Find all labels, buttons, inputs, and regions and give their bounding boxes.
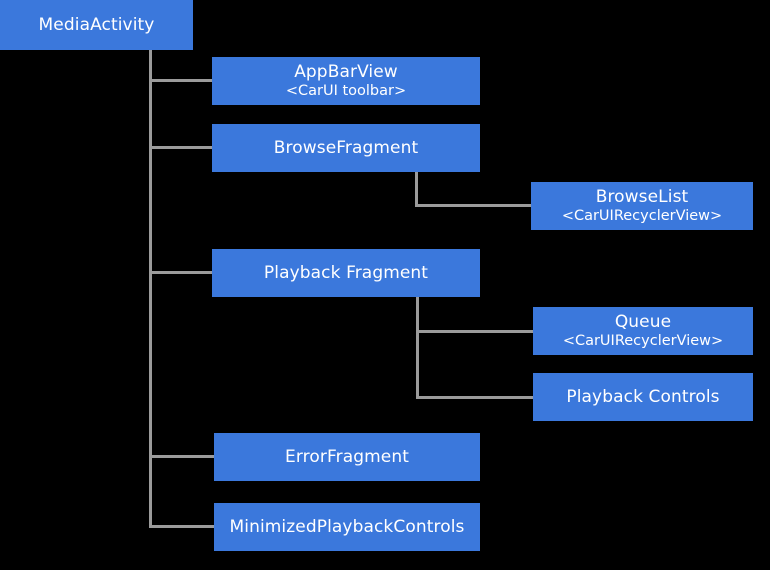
edge-playback-fragment-to-playback-controls <box>416 396 534 399</box>
node-queue[interactable]: Queue <CarUIRecyclerView> <box>533 307 753 355</box>
node-playback-fragment-title: Playback Fragment <box>263 262 429 283</box>
node-browse-fragment[interactable]: BrowseFragment <box>212 124 480 172</box>
node-browse-fragment-title: BrowseFragment <box>273 137 419 158</box>
edge-trunk-media-activity <box>149 50 152 528</box>
edge-media-activity-to-playback-fragment <box>149 271 215 274</box>
node-app-bar-view-subtitle: <CarUI toolbar> <box>285 82 407 99</box>
edge-media-activity-to-minimized-playback-controls <box>149 525 216 528</box>
node-media-activity-title: MediaActivity <box>38 14 155 35</box>
node-queue-subtitle: <CarUIRecyclerView> <box>562 332 724 349</box>
node-media-activity[interactable]: MediaActivity <box>0 0 193 50</box>
edge-media-activity-to-browse-fragment <box>149 146 215 149</box>
node-playback-controls-title: Playback Controls <box>566 386 720 407</box>
node-error-fragment-title: ErrorFragment <box>285 446 409 467</box>
node-playback-fragment[interactable]: Playback Fragment <box>212 249 480 297</box>
node-browse-list[interactable]: BrowseList <CarUIRecyclerView> <box>531 182 753 230</box>
edge-playback-fragment-drop <box>416 297 419 399</box>
node-minimized-playback-controls[interactable]: MinimizedPlaybackControls <box>214 503 480 551</box>
node-browse-list-title: BrowseList <box>595 186 689 207</box>
node-queue-title: Queue <box>614 311 672 332</box>
node-minimized-playback-controls-title: MinimizedPlaybackControls <box>229 516 465 537</box>
node-app-bar-view[interactable]: AppBarView <CarUI toolbar> <box>212 57 480 105</box>
node-error-fragment[interactable]: ErrorFragment <box>214 433 480 481</box>
edge-media-activity-to-error-fragment <box>149 455 216 458</box>
node-playback-controls[interactable]: Playback Controls <box>533 373 753 421</box>
node-app-bar-view-title: AppBarView <box>294 61 398 82</box>
node-browse-list-subtitle: <CarUIRecyclerView> <box>561 207 723 224</box>
edge-browse-fragment-to-browse-list <box>415 204 533 207</box>
edge-browse-fragment-drop <box>415 172 418 207</box>
edge-playback-fragment-to-queue <box>416 330 534 333</box>
edge-media-activity-to-app-bar-view <box>149 79 215 82</box>
